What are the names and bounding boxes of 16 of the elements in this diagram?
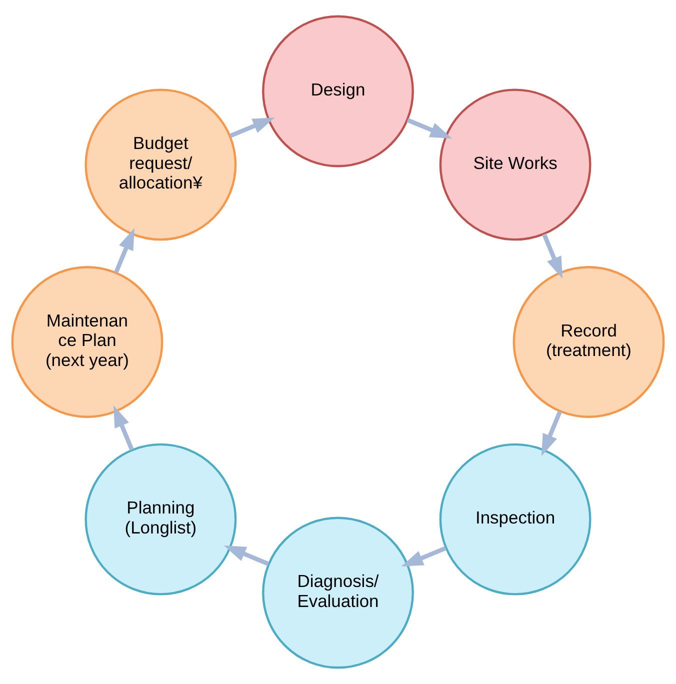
node-circle: Design [262,15,414,168]
arrow [224,546,270,566]
arrow [401,546,447,567]
node-circle: Diagnosis/ Evaluation [262,516,414,669]
node-circle: Record (treatment) [512,266,665,418]
node-circle: Site Works [439,88,592,241]
arrow [229,117,275,138]
node-circle: Budget request/ allocation¥ [84,88,237,241]
arrow [113,405,134,451]
node-circle: Inspection [439,443,592,596]
arrow [542,233,563,279]
node-circle: Maintenan ce Plan (next year) [11,266,164,418]
arrow [406,118,452,138]
node-circle: Planning (Longlist) [84,443,237,596]
arrow [114,228,134,274]
arrow [542,410,562,456]
